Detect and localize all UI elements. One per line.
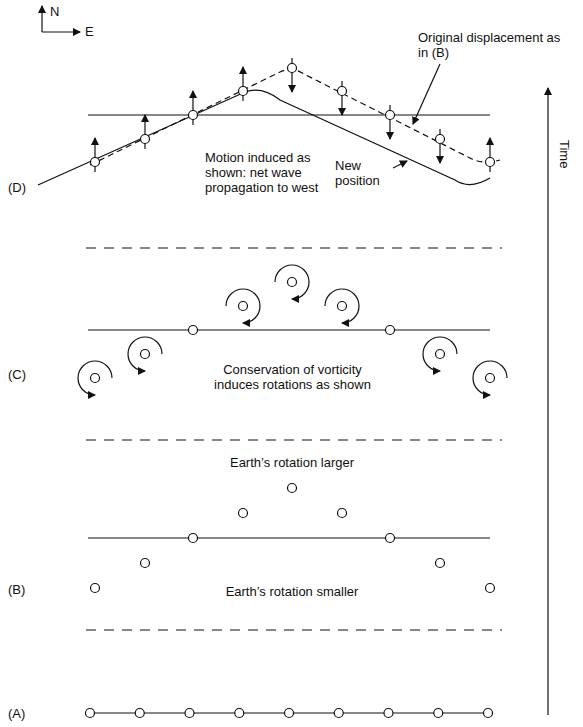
compass-label: N — [50, 4, 59, 19]
baseline — [88, 114, 490, 115]
fluid-parcel — [436, 559, 445, 568]
fluid-parcel — [434, 709, 443, 718]
fluid-parcel — [288, 64, 297, 73]
fluid-parcel — [189, 534, 198, 543]
fluid-parcel — [141, 559, 150, 568]
fluid-parcel — [235, 709, 244, 718]
baseline — [88, 537, 490, 538]
fluid-parcel — [185, 709, 194, 718]
axis-label: Time — [557, 140, 572, 168]
fluid-parcel — [288, 484, 297, 493]
leader-line — [393, 161, 407, 168]
fluid-parcel — [189, 111, 198, 120]
separator — [86, 439, 502, 440]
callout-text: New position — [335, 158, 393, 188]
fluid-parcel — [91, 158, 100, 167]
fluid-parcel — [436, 135, 445, 144]
fluid-parcel — [135, 709, 144, 718]
fluid-parcel — [484, 709, 493, 718]
fluid-parcel — [338, 87, 347, 96]
baseline — [88, 329, 490, 330]
separator — [86, 247, 502, 248]
fluid-parcel — [386, 111, 395, 120]
rotation-ring — [423, 337, 457, 371]
separator — [86, 629, 502, 630]
fluid-parcel — [288, 278, 297, 287]
time-arrow — [547, 88, 548, 715]
fluid-parcel — [338, 302, 347, 311]
panel-label: (D) — [8, 180, 26, 195]
east-arrow — [42, 31, 80, 32]
fluid-parcel — [239, 509, 248, 518]
north-arrow — [41, 6, 42, 32]
fluid-parcel — [141, 350, 150, 359]
panel-label: (B) — [8, 582, 25, 597]
leader-line — [413, 64, 440, 124]
fluid-parcel — [91, 374, 100, 383]
fluid-parcel — [285, 709, 294, 718]
panel-label: (A) — [8, 706, 25, 721]
fluid-parcel — [91, 584, 100, 593]
compass-label: E — [85, 24, 94, 39]
fluid-parcel — [189, 326, 198, 335]
panel-label: (C) — [8, 367, 26, 382]
fluid-parcel — [86, 709, 95, 718]
note-text: Motion induced as shown: net wave propag… — [205, 150, 355, 195]
fluid-parcel — [386, 326, 395, 335]
note-text: Earth’s rotation larger — [192, 455, 392, 470]
rotation-ring — [473, 361, 507, 395]
fluid-parcel — [486, 584, 495, 593]
fluid-parcel — [486, 374, 495, 383]
rotation-ring — [226, 289, 260, 323]
fluid-parcel — [486, 158, 495, 167]
rotation-ring — [275, 265, 309, 299]
fluid-parcel — [386, 534, 395, 543]
rotation-ring — [78, 361, 112, 395]
note-text: Earth’s rotation smaller — [192, 584, 392, 599]
fluid-parcel — [436, 350, 445, 359]
fluid-parcel — [334, 709, 343, 718]
fluid-parcel — [338, 509, 347, 518]
fluid-parcel — [384, 709, 393, 718]
rotation-ring — [325, 289, 359, 323]
callout-text: Original displacement as in (B) — [418, 30, 573, 60]
fluid-parcel — [239, 302, 248, 311]
rotation-ring — [128, 337, 162, 371]
fluid-parcel — [141, 135, 150, 144]
note-text: Conservation of vorticity induces rotati… — [200, 362, 385, 392]
fluid-parcel — [239, 87, 248, 96]
